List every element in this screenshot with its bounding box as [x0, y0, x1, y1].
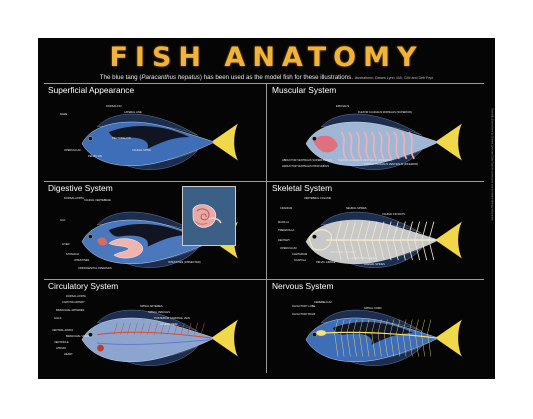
subtitle-before: The blue tang ( — [99, 74, 142, 81]
divider-row-2 — [44, 279, 484, 280]
anatomy-label: FLEXOR CAUDALIS DORSALIS (SUPERIOR) — [358, 111, 412, 114]
subtitle-species: Paracanthus hepatus — [141, 74, 200, 81]
anatomy-label: INTESTINES (DISSECTED) — [168, 261, 201, 264]
anatomy-label: POSTERIOR CARDINAL VEIN — [154, 317, 190, 320]
fish-illustration — [81, 113, 238, 170]
poster-title: FISH ANATOMY — [109, 42, 424, 73]
anatomy-label: ATRIUM — [56, 347, 66, 350]
anatomy-label: CAUDAL VEIN — [160, 323, 178, 326]
anatomy-label: CAUDAL SPINE — [132, 149, 151, 152]
anatomy-label: BRANCHIAL ARTERIES — [56, 309, 85, 312]
anatomy-label: GILLS — [54, 317, 62, 320]
panel-title: Skeletal System — [272, 183, 333, 193]
anatomy-label: OLFACTORY BULB — [292, 313, 316, 316]
anatomy-label: PECTORAL FIN — [112, 137, 131, 140]
panel-title: Muscular System — [272, 85, 337, 95]
anatomy-label: INTESTINES — [74, 259, 90, 262]
subtitle-credit: Illustrations: Dawes Lynn, MA, CMI and D… — [354, 76, 434, 80]
anatomy-label: ABDUCTOR VENTRALIS SUPERFICIALIS — [282, 159, 332, 162]
digestive-dissection-inset — [182, 186, 236, 246]
side-credit: Scientific illustrations by Dawes Lynn a… — [490, 108, 494, 222]
fish-illustration — [305, 113, 462, 170]
anatomy-label: PELVIC FIN — [88, 155, 102, 158]
anatomy-label: PELVIC GIRDLE — [316, 261, 336, 264]
anatomy-label: DORSAL AORTA — [66, 295, 86, 298]
anatomy-label: LATERAL LINE — [124, 111, 142, 114]
anatomy-label: MAXILLA — [278, 221, 289, 224]
poster-subtitle: The blue tang (Paracanthus hepatus) has … — [42, 74, 491, 81]
anatomy-label: DORSAL FIN — [106, 105, 122, 108]
anatomy-label: SCAPULA — [294, 259, 307, 262]
divider-row-1 — [44, 181, 484, 182]
anatomy-label: OPERCULUM — [280, 247, 297, 250]
anatomy-label: SPINAL VENULES — [148, 311, 170, 314]
anatomy-label: HAEMAL SPINES — [364, 263, 385, 266]
poster: FISH ANATOMY The blue tang (Paracanthus … — [38, 38, 495, 379]
anatomy-label: LIVER — [62, 243, 70, 246]
panel-title: Superficial Appearance — [48, 85, 135, 95]
anatomy-label: GILL — [60, 219, 66, 222]
divider-column — [266, 83, 267, 373]
anatomy-label: SPINAL CORD — [364, 307, 382, 310]
panel-title: Nervous System — [272, 281, 334, 291]
anatomy-label: EPAXIALIS — [336, 105, 350, 108]
anatomy-label: BRANCHIAL VEINS — [66, 335, 90, 338]
anatomy-label: URINOGENITAL OPENINGS — [78, 267, 112, 270]
divider-top — [44, 83, 484, 84]
panel-title: Circulatory System — [48, 281, 119, 291]
anatomy-label: CAUDAL VERTEBRAE — [84, 199, 111, 202]
anatomy-label: SPINAL ARTERIES — [140, 305, 163, 308]
fish-illustration — [305, 211, 462, 268]
anatomy-label: VENTRAL AORTA — [52, 329, 74, 332]
fish-illustration — [81, 309, 238, 366]
anatomy-label: ADDUCTOR VENTRALIS PROFUNDUS — [282, 165, 329, 168]
anatomy-label: DENTARY — [278, 239, 291, 242]
anatomy-label: OLFACTORY LOBE — [292, 305, 316, 308]
anatomy-label: STOMACH — [66, 253, 79, 256]
anatomy-label: NARE — [60, 113, 68, 116]
panel-title: Digestive System — [48, 183, 113, 193]
anatomy-label: CLEITHRUM — [292, 253, 308, 256]
anatomy-label: HEART — [64, 353, 73, 356]
anatomy-label: FLEXOR CAUDALIS VENTRALIS (INFERIOR) — [364, 163, 419, 166]
anatomy-label: PECTORAL FIN RAYS — [330, 251, 357, 254]
anatomy-label: PTERYGIOPHORES — [352, 257, 377, 260]
dissected-intestines-illustration — [192, 204, 222, 228]
anatomy-label: PREMAXILLA — [278, 229, 295, 232]
anatomy-label: OPERCULUM — [64, 149, 81, 152]
subtitle-after: ) has been used as the model fish for th… — [199, 74, 353, 81]
anatomy-label: FLEXOR CAUDALIS VENTRALIS (INFERIOR) — [338, 159, 393, 162]
anatomy-label: NEURAL SPINES — [346, 207, 367, 210]
anatomy-label: CAUDAL FIN RAYS — [382, 213, 405, 216]
fish-illustration — [305, 309, 462, 366]
anatomy-label: CEREBELLUM — [314, 301, 332, 304]
anatomy-label: CRANIUM — [280, 207, 293, 210]
anatomy-label: DORSAL AORTA — [64, 197, 84, 200]
anatomy-label: CAROTID ARTERY — [62, 301, 85, 304]
anatomy-label: VENTRICLE — [54, 341, 69, 344]
anatomy-label: VERTEBRAL COLUMN — [304, 197, 332, 200]
